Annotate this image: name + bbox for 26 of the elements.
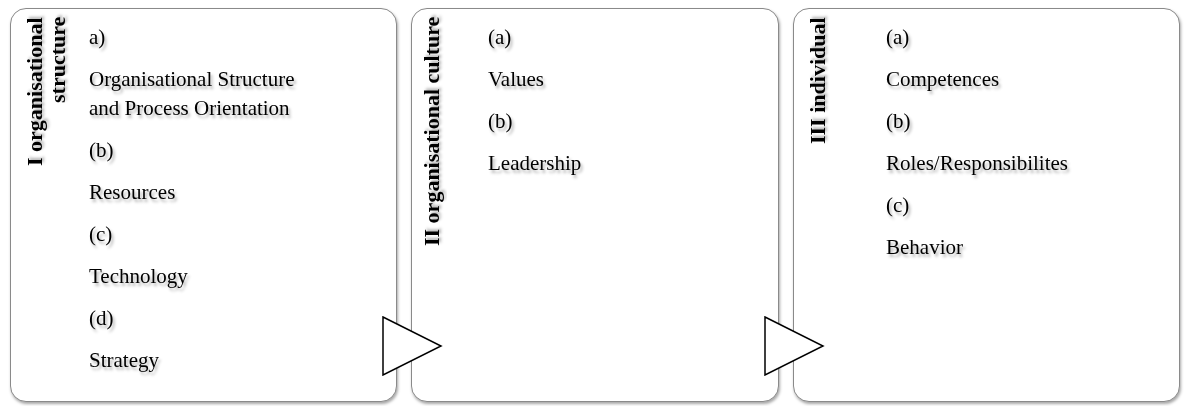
- item-text: Strategy: [89, 347, 159, 374]
- stage-panel: [793, 8, 1180, 402]
- stage-panel: [411, 8, 779, 402]
- item-text: Roles/Responsibilites: [886, 150, 1068, 177]
- stage-panel: [10, 8, 397, 402]
- item-letter: a): [89, 24, 106, 51]
- item-letter: (d): [89, 305, 114, 332]
- item-letter: (c): [89, 221, 113, 248]
- panel-heading: II organisational culture: [420, 17, 443, 249]
- item-letter: (c): [886, 192, 910, 219]
- item-text: Competences: [886, 66, 1000, 93]
- item-text: Values: [488, 66, 544, 93]
- item-text: Resources: [89, 179, 176, 206]
- chevron-arrow: [764, 316, 824, 376]
- item-letter: (b): [89, 137, 114, 164]
- item-text: Technology: [89, 263, 188, 290]
- item-letter: (b): [886, 108, 911, 135]
- panel-heading: III individual: [806, 17, 829, 146]
- panel-heading: I organisational structure: [23, 17, 69, 168]
- item-text: Organisational Structure and Process Orientation: [89, 66, 296, 122]
- item-letter: (b): [488, 108, 513, 135]
- item-text: Behavior: [886, 234, 963, 261]
- item-letter: (a): [886, 24, 910, 51]
- item-text: Leadership: [488, 150, 582, 177]
- chevron-arrow: [382, 316, 442, 376]
- item-letter: (a): [488, 24, 512, 51]
